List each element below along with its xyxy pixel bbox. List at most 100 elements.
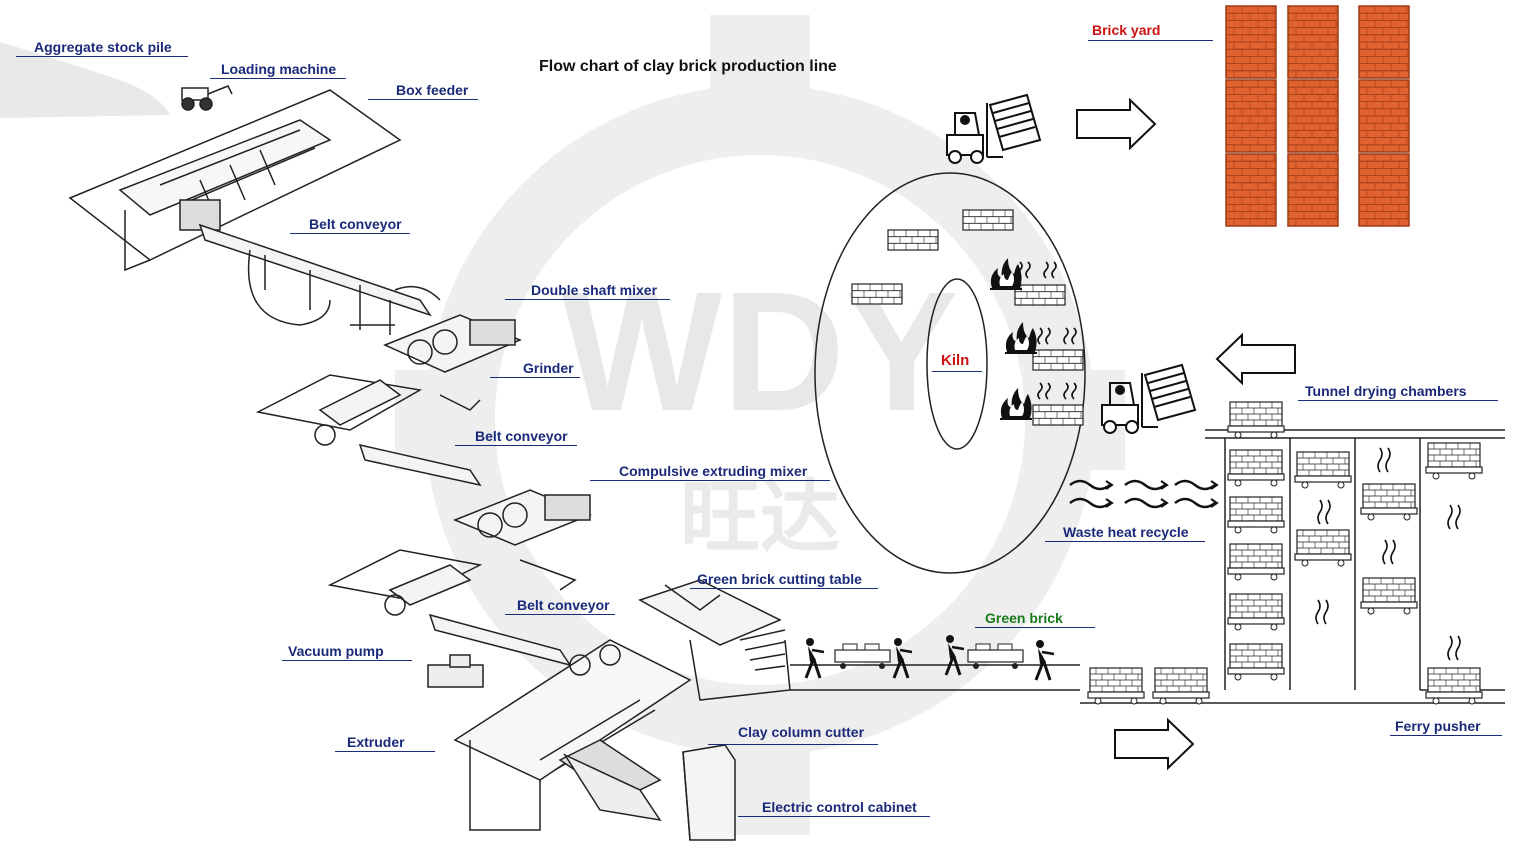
heat-wave-icon [1315, 599, 1329, 625]
brick-stack-icon [1229, 593, 1283, 619]
belt-conveyor-1 [198, 223, 432, 335]
underline [690, 588, 878, 589]
label-vacuum-pump: Vacuum pump [288, 643, 384, 659]
brick-stack-icon [887, 229, 939, 251]
heat-wave-icon [1017, 261, 1031, 279]
double-shaft-mixer [383, 285, 522, 373]
trolley [967, 643, 1024, 669]
brick-yard-stacks [1225, 5, 1410, 227]
underline [1390, 735, 1502, 736]
label-green-brick: Green brick [985, 610, 1063, 626]
brick-stack-icon [1014, 284, 1066, 306]
brick-cart-icon [1227, 496, 1285, 534]
belt-conveyor-3 [327, 549, 572, 667]
electric-control-cabinet-icon [682, 744, 736, 841]
label-aggregate-stock-pile: Aggregate stock pile [34, 39, 172, 55]
heat-wave-icon [1063, 382, 1077, 400]
crawler [562, 753, 662, 822]
stock-pile [0, 42, 170, 118]
trolley [834, 643, 891, 669]
brick-stack-icon [1089, 667, 1143, 693]
label-belt-conveyor-1: Belt conveyor [309, 216, 402, 232]
heat-wave-icon [1174, 497, 1219, 509]
label-extruder: Extruder [347, 734, 405, 750]
brick-stack-icon [1229, 643, 1283, 669]
brick-carts [834, 401, 1483, 705]
brick-stack-icon [1296, 451, 1350, 477]
brick-stack-icon [1427, 442, 1481, 468]
worker-icons [804, 635, 1055, 681]
heat-wave-icon [1069, 497, 1114, 509]
brick-stack-icon [1032, 404, 1084, 426]
underline [1088, 40, 1213, 41]
label-tunnel-drying-chambers: Tunnel drying chambers [1305, 383, 1467, 399]
underline [505, 299, 670, 300]
arrow-icon [1215, 332, 1296, 386]
fire-icon [1005, 322, 1037, 354]
heat-wave-icon [1377, 447, 1391, 473]
label-belt-conveyor-3: Belt conveyor [517, 597, 610, 613]
heat-wave-icon [1037, 327, 1051, 345]
brick-stack-icon [962, 209, 1014, 231]
label-electric-control-cabinet: Electric control cabinet [762, 799, 917, 815]
label-box-feeder: Box feeder [396, 82, 469, 98]
label-double-shaft-mixer: Double shaft mixer [531, 282, 658, 298]
worker-icon [892, 638, 913, 679]
underline [490, 377, 580, 378]
underline [1298, 400, 1498, 401]
compulsive-extruding-mixer [453, 489, 592, 591]
brick-cart-icon [1227, 543, 1285, 581]
underline [335, 751, 435, 752]
arrow-icon [1076, 97, 1157, 151]
kiln [814, 172, 1086, 574]
cutting-table [638, 579, 791, 701]
underline [368, 99, 478, 100]
extruder [453, 639, 692, 831]
label-compulsive-extruding-mixer: Compulsive extruding mixer [619, 463, 808, 479]
heat-wave-icon [1043, 261, 1057, 279]
heat-wave-icon [1069, 479, 1114, 491]
label-clay-column-cutter: Clay column cutter [738, 724, 865, 740]
drying-chamber-walls [1224, 438, 1421, 690]
vacuum-pump-icon [427, 654, 484, 688]
underline [975, 627, 1095, 628]
heat-wave-icons [1017, 261, 1461, 661]
underline [708, 744, 878, 745]
brick-stack-icon [1427, 667, 1481, 693]
brick-stack-icon [1032, 349, 1084, 371]
brick-cart-icon [1360, 483, 1418, 521]
brick-cart-icon [1425, 667, 1483, 705]
label-kiln: Kiln [941, 352, 970, 369]
worker-icon [1034, 640, 1055, 681]
heat-wave-icon [1037, 382, 1051, 400]
brick-stack [1287, 79, 1339, 153]
brick-cart-icon [1152, 667, 1210, 705]
underline [290, 233, 410, 234]
label-waste-heat-recycle: Waste heat recycle [1063, 524, 1189, 540]
brick-stack-icon [1229, 449, 1283, 475]
brick-stack [1358, 79, 1410, 153]
brick-stack-icon [1229, 496, 1283, 522]
underline [738, 816, 930, 817]
heat-wave-icon [1317, 499, 1331, 525]
brick-cart-icon [1425, 442, 1483, 480]
underline [932, 371, 982, 372]
brick-cart-icon [1360, 577, 1418, 615]
loading-machine-icon [181, 85, 233, 111]
label-loading-machine: Loading machine [221, 61, 337, 77]
brick-stack [1287, 153, 1339, 227]
underline [16, 56, 188, 57]
brick-stack [1225, 79, 1277, 153]
label-belt-conveyor-2: Belt conveyor [475, 428, 568, 444]
brick-stack-icon [1296, 529, 1350, 555]
worker-icon [944, 635, 965, 676]
brick-stack-icon [851, 283, 903, 305]
watermark-chinese: 旺达 [680, 471, 840, 564]
arrow-icon [1114, 717, 1195, 771]
heat-wave-icon [1124, 497, 1169, 509]
brick-cart-icon [1227, 593, 1285, 631]
heat-wave-icon [1124, 479, 1169, 491]
brick-stack-icon [1362, 577, 1416, 603]
